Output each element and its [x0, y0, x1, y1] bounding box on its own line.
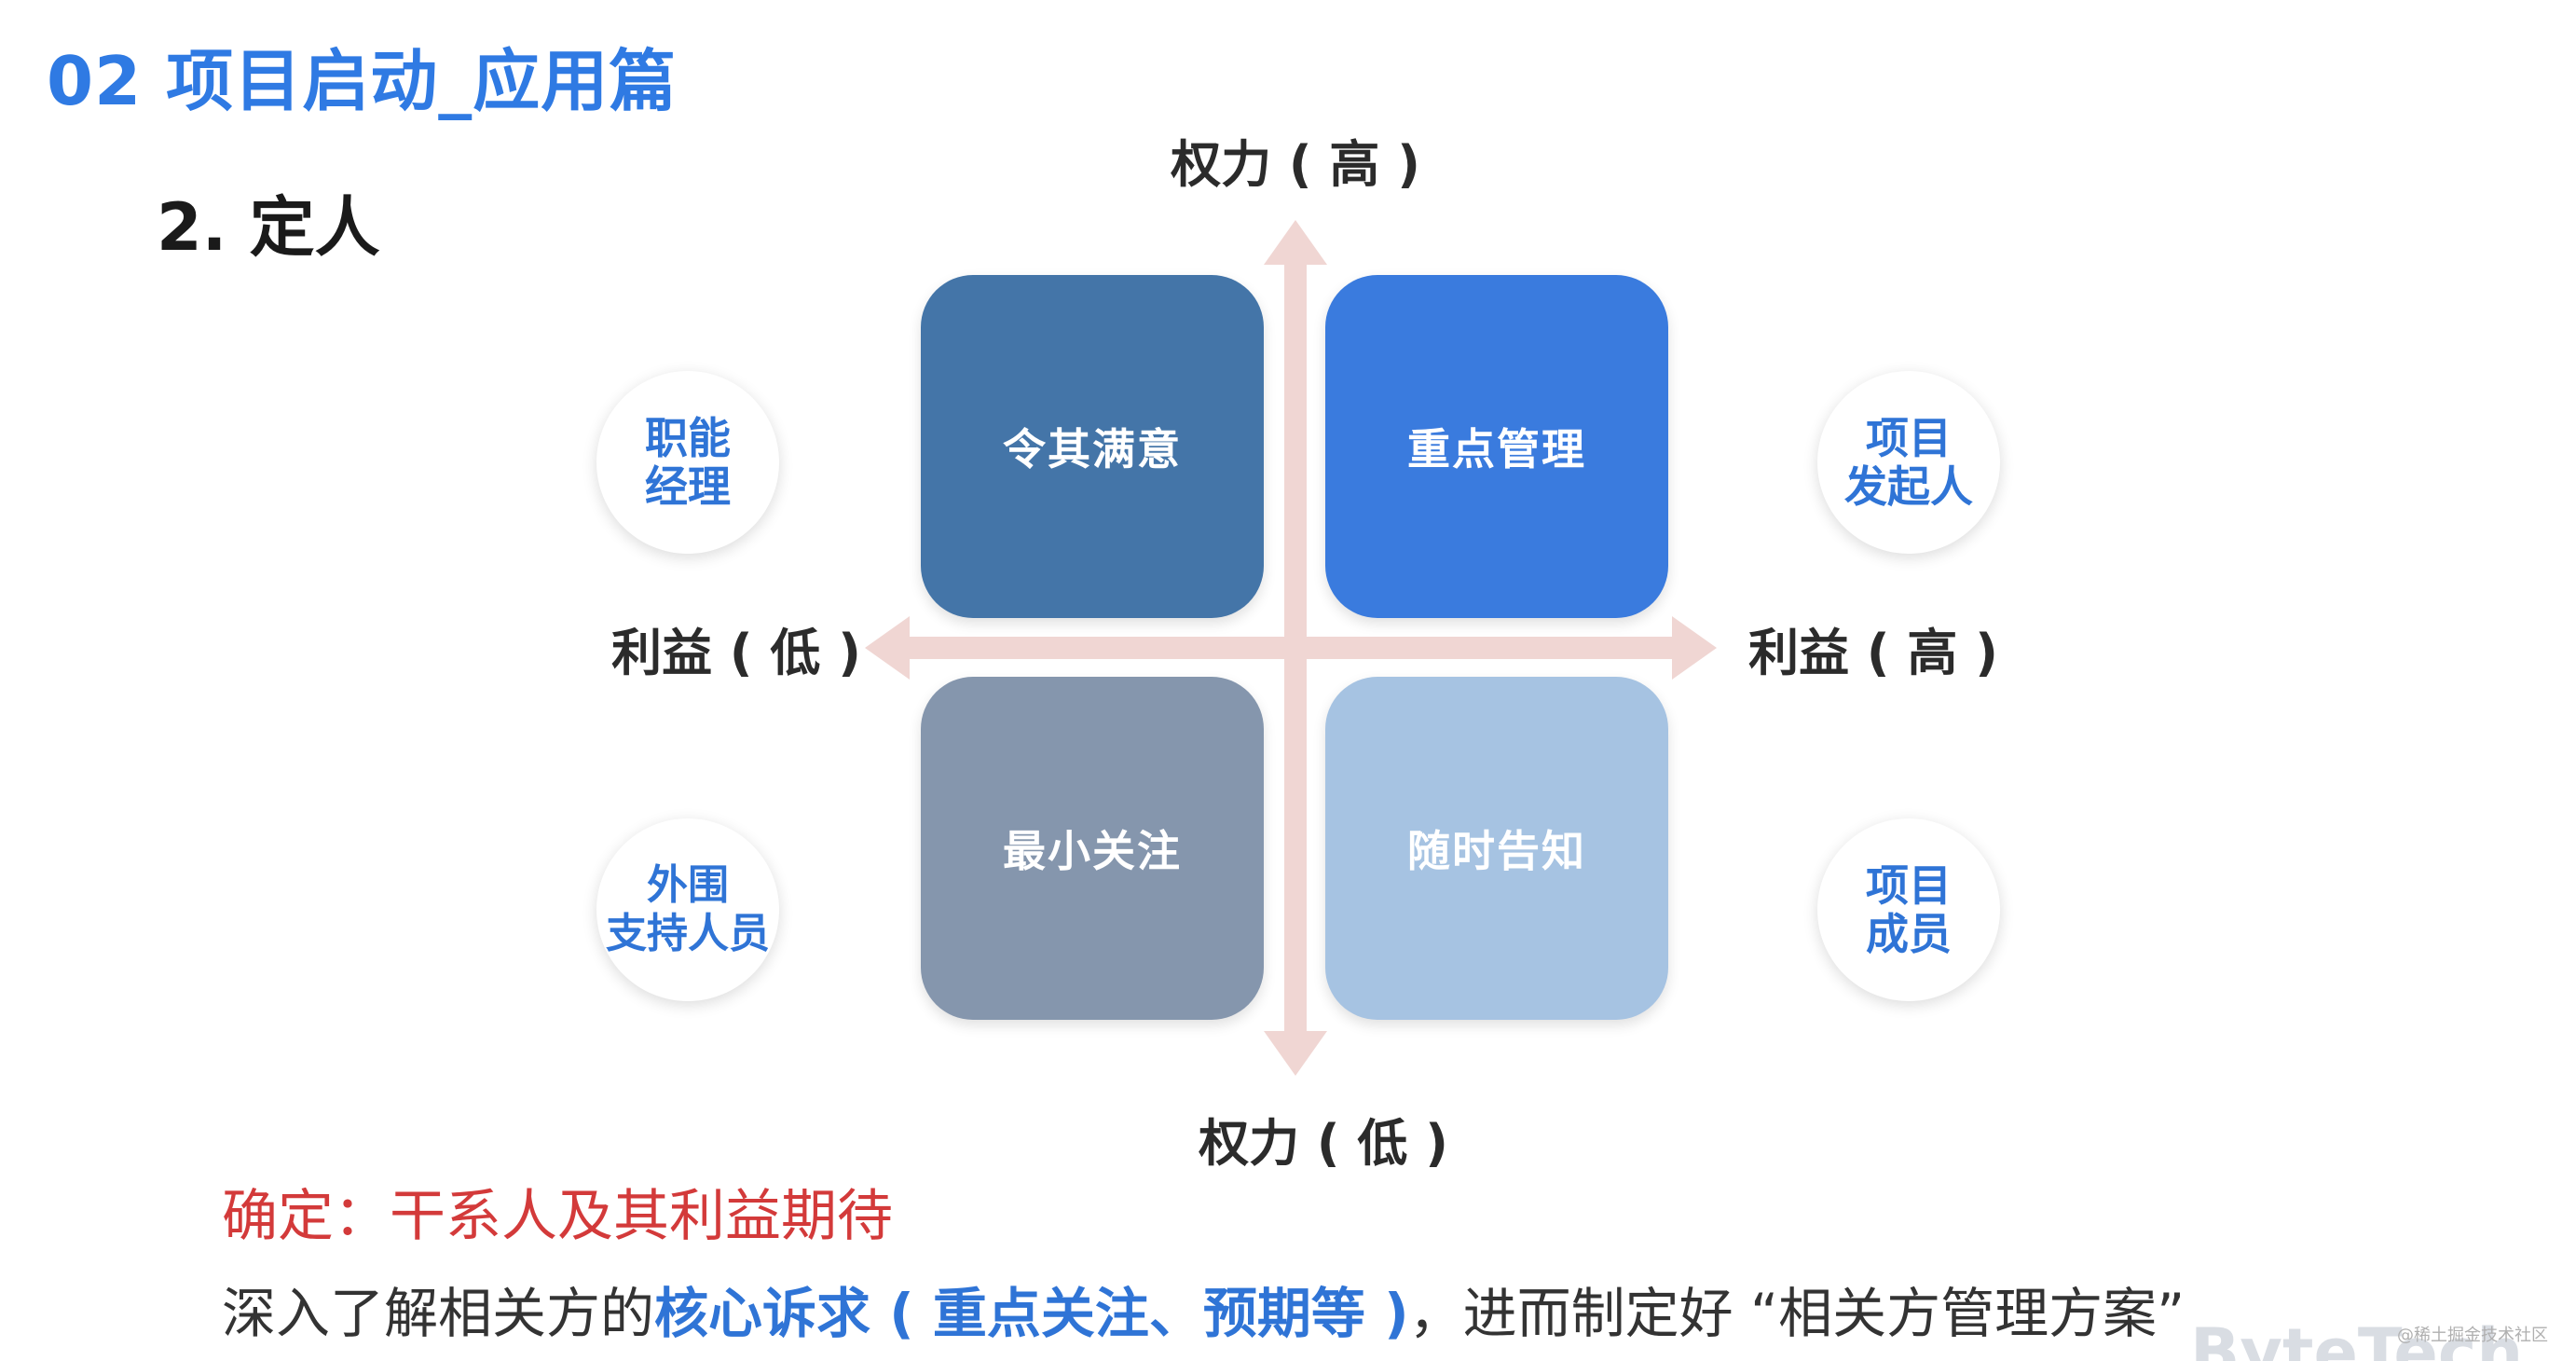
axis-label-power-low: 权力 ( 低 ) [1199, 1114, 1448, 1173]
vertical-axis-arrow-up [1264, 220, 1327, 265]
role-label: 职能 经理 [645, 413, 731, 512]
quadrant-label: 重点管理 [1407, 424, 1586, 474]
section-title: 02 项目启动_应用篇 [47, 42, 678, 120]
role-peripheral-support: 外围 支持人员 [596, 818, 779, 1001]
quadrant-label: 随时告知 [1407, 826, 1586, 876]
axis-label-power-high: 权力 ( 高 ) [1171, 135, 1420, 194]
quadrant-keep-satisfied: 令其满意 [921, 275, 1264, 618]
brand-logo: ByteTech [2190, 1314, 2524, 1361]
description-suffix: ，进而制定好 “相关方管理方案” [1408, 1282, 2185, 1345]
role-functional-manager: 职能 经理 [596, 371, 779, 554]
watermark: @稀土掘金技术社区 [2397, 1326, 2548, 1345]
role-label: 项目 成员 [1866, 860, 1952, 959]
role-label: 外围 支持人员 [606, 861, 770, 957]
axis-label-interest-high: 利益 ( 高 ) [1748, 624, 1998, 682]
sub-title: 2. 定人 [157, 189, 380, 266]
quadrant-manage-closely: 重点管理 [1325, 275, 1668, 618]
quadrant-label: 令其满意 [1003, 424, 1182, 474]
role-project-member: 项目 成员 [1817, 818, 2000, 1001]
key-point-line: 确定：干系人及其利益期待 [222, 1184, 893, 1249]
horizontal-axis-arrow-left [865, 616, 910, 680]
horizontal-axis-arrow-right [1672, 616, 1717, 680]
vertical-axis-arrow-down [1264, 1031, 1327, 1076]
horizontal-axis [895, 637, 1687, 659]
role-project-sponsor: 项目 发起人 [1817, 371, 2000, 554]
description-line: 深入了解相关方的核心诉求 ( 重点关注、预期等 )，进而制定好 “相关方管理方案… [222, 1270, 2185, 1348]
axis-label-interest-low: 利益 ( 低 ) [611, 624, 861, 682]
description-prefix: 深入了解相关方的 [222, 1282, 655, 1345]
quadrant-monitor: 最小关注 [921, 677, 1264, 1020]
quadrant-label: 最小关注 [1003, 826, 1182, 876]
description-highlight: 核心诉求 ( 重点关注、预期等 ) [654, 1282, 1409, 1345]
quadrant-keep-informed: 随时告知 [1325, 677, 1668, 1020]
role-label: 项目 发起人 [1844, 413, 1973, 512]
